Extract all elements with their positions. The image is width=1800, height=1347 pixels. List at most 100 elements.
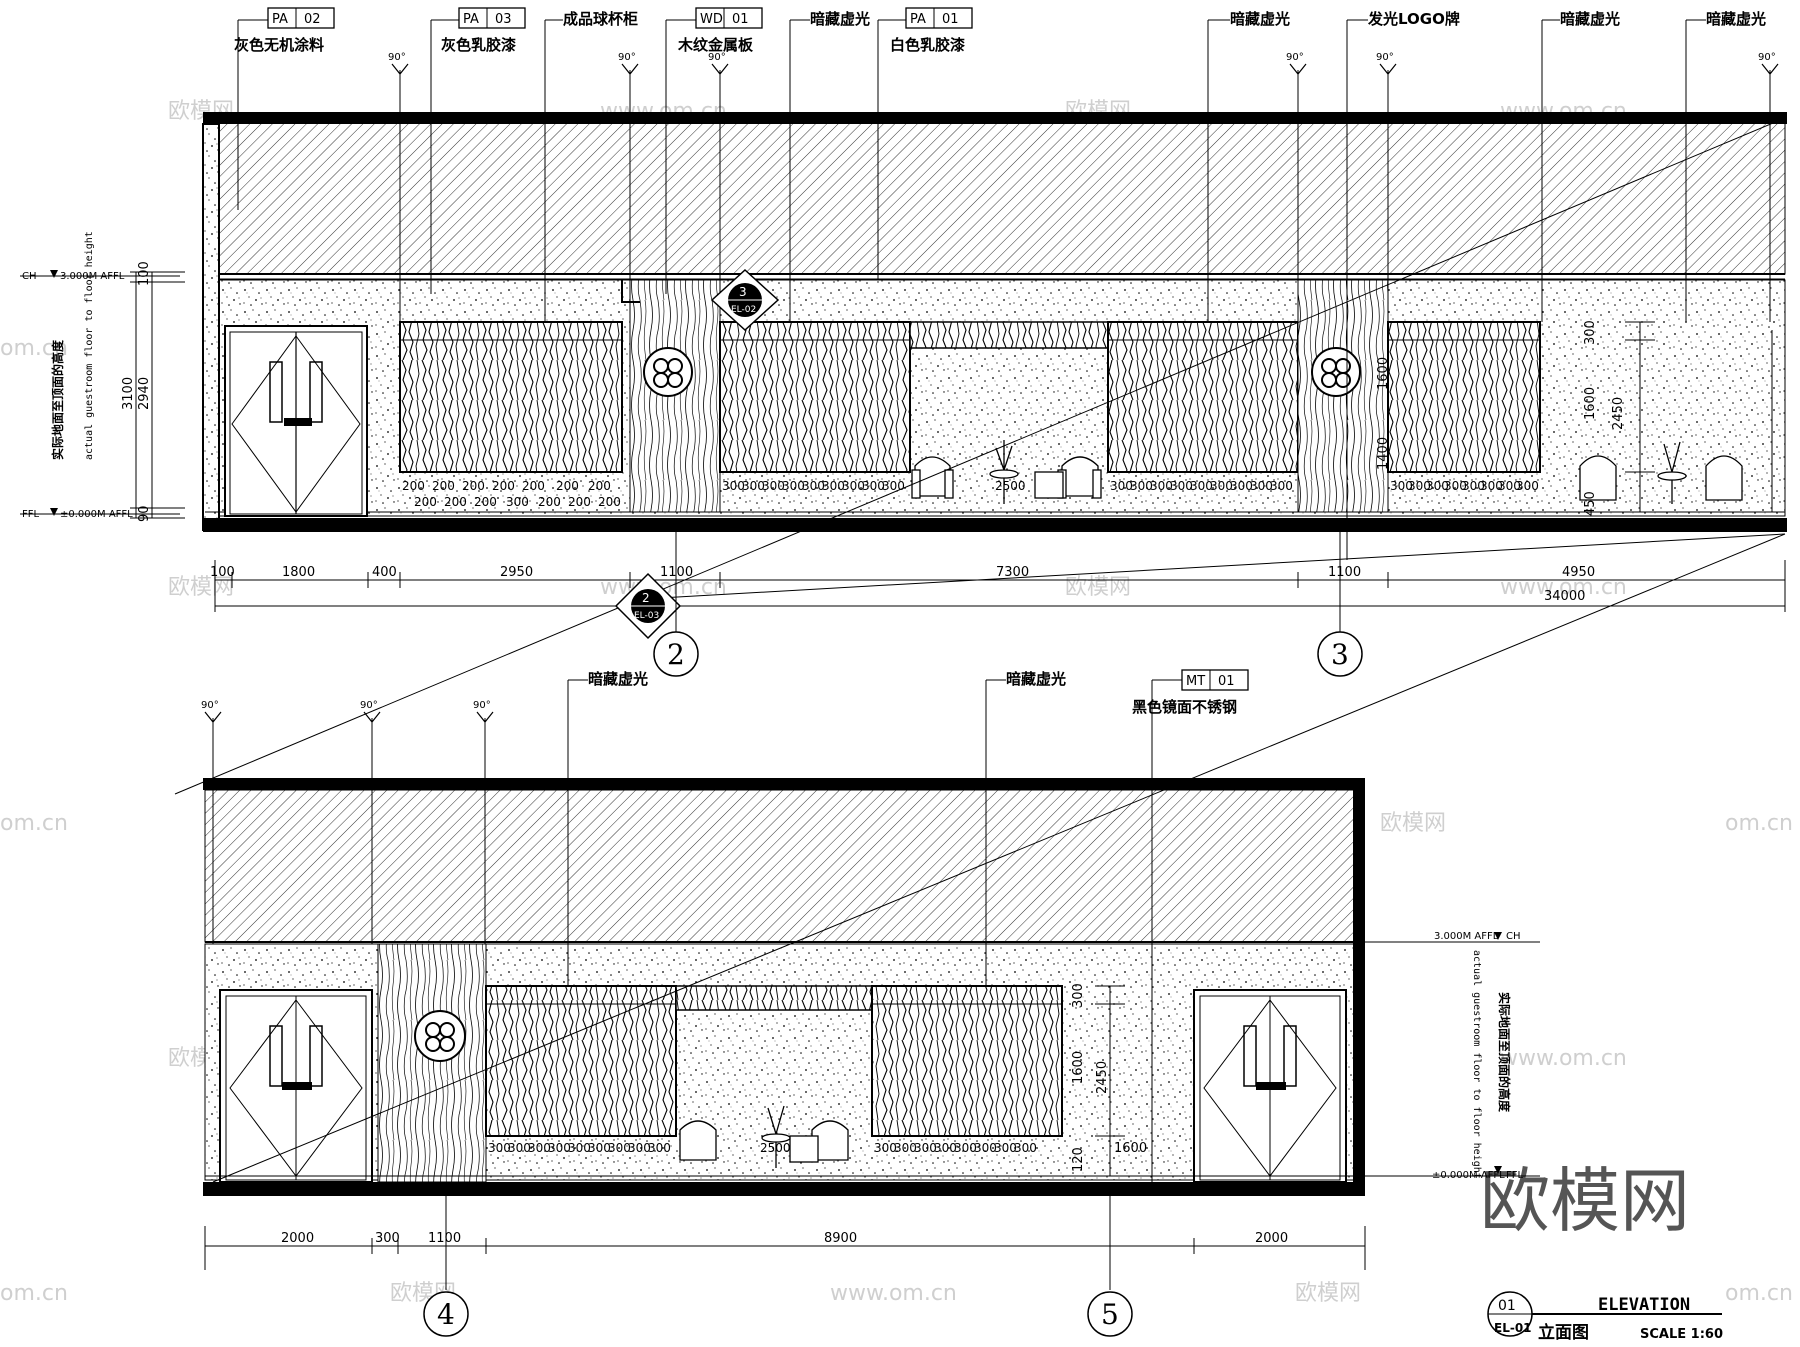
material-tags-2: 暗藏虚光 暗藏虚光 MT 01 黑色镜面不锈钢 [568, 669, 1249, 716]
segment-labels-2: 300 300 300 300 300 300 300 300 300 2500… [488, 1141, 1037, 1155]
svg-text:300: 300 [628, 1141, 651, 1155]
floor-slab [203, 1182, 1365, 1196]
svg-text:200: 200 [432, 479, 455, 493]
svg-text:300: 300 [822, 479, 845, 493]
svg-text:300: 300 [1444, 479, 1467, 493]
svg-text:黑色镜面不锈钢: 黑色镜面不锈钢 [1132, 698, 1237, 716]
svg-text:300: 300 [954, 1141, 977, 1155]
svg-text:300: 300 [1110, 479, 1133, 493]
svg-text:EL-03: EL-03 [634, 611, 659, 621]
double-door [219, 989, 373, 1183]
svg-text:200: 200 [522, 479, 545, 493]
watermark-brand: 欧模网 [168, 575, 234, 600]
logo-circle [643, 347, 693, 397]
svg-text:MT: MT [1186, 674, 1205, 689]
svg-text:300: 300 [1408, 479, 1431, 493]
svg-text:300: 300 [648, 1141, 671, 1155]
elevation-2 [203, 533, 1786, 1196]
ceiling-slab [203, 112, 1787, 124]
svg-text:300: 300 [882, 479, 905, 493]
svg-text:白色乳胶漆: 白色乳胶漆 [890, 36, 965, 54]
svg-text:暗藏虚光: 暗藏虚光 [1006, 670, 1066, 688]
svg-text:300: 300 [1516, 479, 1539, 493]
svg-text:90°: 90° [618, 52, 636, 63]
svg-text:90°: 90° [388, 52, 406, 63]
svg-text:3: 3 [1331, 638, 1349, 671]
svg-text:暗藏虚光: 暗藏虚光 [1230, 10, 1290, 28]
svg-text:5: 5 [1101, 1298, 1119, 1331]
watermark-brand-large: 欧模网 [1480, 1160, 1690, 1242]
svg-text:木纹金属板: 木纹金属板 [677, 36, 754, 54]
svg-text:90°: 90° [473, 700, 491, 711]
svg-text:300: 300 [1014, 1141, 1037, 1155]
svg-text:±0.000M AFFL: ±0.000M AFFL [1432, 1170, 1505, 1181]
svg-text:FFL: FFL [22, 509, 40, 520]
svg-text:300: 300 [568, 1141, 591, 1155]
cabinet-panel [399, 321, 623, 473]
svg-text:300: 300 [1583, 320, 1598, 345]
tag-pa01: PA 01 白色乳胶漆 [878, 7, 973, 54]
svg-text:300: 300 [994, 1141, 1017, 1155]
svg-text:200: 200 [538, 495, 561, 509]
svg-text:300: 300 [862, 479, 885, 493]
svg-text:2450: 2450 [1611, 397, 1626, 430]
level-markers-2: 3.000M AFFL CH ±0.000M AFFL FFL 实际地面至顶面的… [1365, 931, 1540, 1181]
segment-labels-1: 200 200 200 200 200 200 200 200 200 200 … [402, 479, 1539, 509]
svg-text:3: 3 [739, 285, 747, 299]
watermark-brand: 欧模网 [1380, 811, 1446, 836]
svg-text:实际地面至顶面的高度: 实际地面至顶面的高度 [50, 339, 65, 460]
logo-circle [1311, 347, 1361, 397]
svg-text:300: 300 [1230, 479, 1253, 493]
cabinet-panel [719, 321, 911, 473]
svg-text:实际地面至顶面的高度: 实际地面至顶面的高度 [1497, 992, 1512, 1113]
svg-text:200: 200 [474, 495, 497, 509]
svg-text:01: 01 [942, 12, 959, 27]
ceiling-slab [203, 778, 1365, 790]
logo-circle [414, 1010, 466, 1062]
svg-text:90°: 90° [1376, 52, 1394, 63]
watermark-url: om.cn [1725, 811, 1793, 836]
svg-text:WD: WD [700, 12, 723, 27]
tag-wd01: WD 01 木纹金属板 [666, 7, 763, 54]
leaders-elevation-1 [237, 20, 1771, 560]
svg-text:1600: 1600 [1376, 357, 1391, 390]
svg-text:CH: CH [1506, 931, 1521, 942]
floor-slab [203, 518, 1787, 532]
svg-text:100: 100 [210, 565, 235, 580]
svg-text:200: 200 [414, 495, 437, 509]
svg-text:发光LOGO牌: 发光LOGO牌 [1367, 10, 1460, 28]
level-markers-1: CH 3.000M AFFL FFL ±0.000M AFFL 实际地面至顶面的… [20, 231, 185, 522]
svg-text:90: 90 [137, 505, 152, 522]
svg-text:90°: 90° [360, 700, 378, 711]
watermark-url: www.om.cn [830, 1281, 957, 1306]
cabinet-panel [1107, 321, 1299, 473]
svg-text:200: 200 [462, 479, 485, 493]
svg-text:CH: CH [22, 271, 37, 282]
svg-text:200: 200 [492, 479, 515, 493]
callout-hidden-light: 暗藏虚光 [1686, 10, 1766, 28]
svg-text:SCALE 1:60: SCALE 1:60 [1640, 1327, 1723, 1342]
svg-text:2450: 2450 [1095, 1061, 1110, 1094]
svg-text:4: 4 [437, 1298, 455, 1331]
svg-text:200: 200 [568, 495, 591, 509]
svg-text:2: 2 [667, 638, 685, 671]
svg-text:立面图: 立面图 [1538, 1322, 1589, 1343]
angle-markers: 90° 90° 90° 90° 90° 90° 90° 90° [201, 52, 1779, 723]
seating-group-right [1579, 441, 1743, 504]
seating-group [679, 1105, 849, 1168]
svg-text:actual guestroom floor to floo: actual guestroom floor to floor height [84, 231, 95, 460]
watermark-brand: 欧模网 [1065, 575, 1131, 600]
bulkhead [675, 985, 873, 1011]
svg-text:1600: 1600 [1071, 1051, 1086, 1084]
svg-text:300: 300 [608, 1141, 631, 1155]
svg-text:4950: 4950 [1562, 565, 1595, 580]
svg-text:300: 300 [508, 1141, 531, 1155]
svg-text:300: 300 [762, 479, 785, 493]
watermark-url: om.cn [0, 336, 68, 361]
svg-text:±0.000M AFFL: ±0.000M AFFL [60, 509, 133, 520]
svg-text:8900: 8900 [824, 1231, 857, 1246]
svg-text:2000: 2000 [281, 1231, 314, 1246]
svg-text:7300: 7300 [996, 565, 1029, 580]
svg-text:300: 300 [1071, 983, 1086, 1008]
tag-pa03: PA 03 灰色乳胶漆 [431, 7, 526, 54]
